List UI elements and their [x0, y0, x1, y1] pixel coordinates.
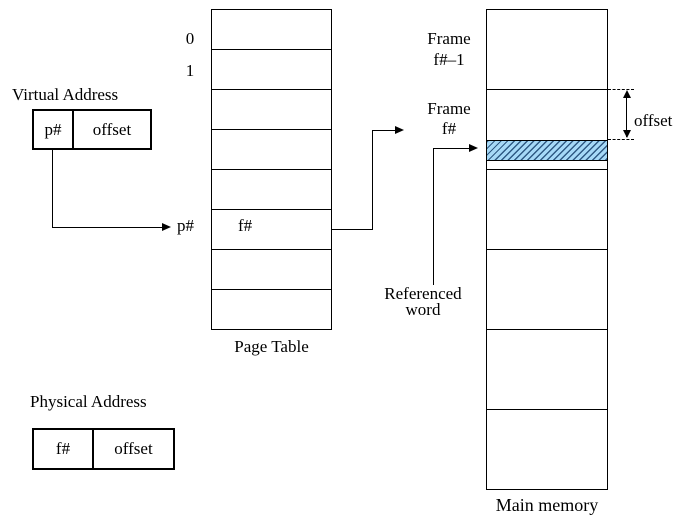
referenced-word-arrowhead-icon — [469, 144, 478, 152]
page-table-entry-value: f# — [238, 216, 253, 235]
referenced-word-highlight — [486, 140, 608, 161]
frame-target-label-line2: f# — [441, 119, 457, 138]
referenced-word-label-line1: Referenced — [384, 284, 462, 303]
page-table-row — [212, 290, 331, 329]
referenced-word-label: Referenced word — [370, 284, 476, 319]
page-table-index-1-label: 1 — [185, 61, 195, 80]
page-table-row-entry — [212, 210, 331, 250]
offset-double-arrow-line — [626, 92, 627, 137]
page-table-to-frame-arrowhead-icon — [395, 126, 404, 134]
offset-arrowhead-down-icon — [623, 130, 631, 138]
frame-prev-label-line1: Frame — [427, 29, 471, 48]
page-table-row — [212, 170, 331, 210]
page-table-index-0-label: 0 — [185, 29, 195, 48]
main-memory-caption: Main memory — [495, 495, 599, 515]
referenced-word-label-line2: word — [405, 300, 441, 319]
page-table-to-frame-arrow-segment-1 — [332, 229, 373, 230]
main-memory-frame — [487, 170, 607, 250]
va-to-page-table-arrow-vertical-line — [52, 150, 53, 228]
virtual-address-title: Virtual Address — [12, 85, 119, 104]
frame-target-label-line1: Frame — [427, 99, 471, 118]
main-memory-frame — [487, 330, 607, 410]
page-table-row — [212, 90, 331, 130]
main-memory-frame — [487, 410, 607, 489]
physical-address-box: f# offset — [32, 428, 175, 470]
physical-address-title: Physical Address — [30, 392, 147, 411]
main-memory-frame — [487, 10, 607, 90]
main-memory-frame-target — [487, 90, 607, 170]
page-table-row — [212, 130, 331, 170]
main-memory — [486, 9, 608, 490]
virtual-address-box: p# offset — [32, 109, 152, 150]
va-to-page-table-arrowhead-icon — [162, 223, 171, 231]
frame-target-label: Frame f# — [404, 99, 494, 139]
page-table-to-frame-arrow-segment-2 — [372, 130, 373, 230]
page-table-lookup-index-label: p# — [177, 216, 194, 235]
physical-address-frame-number-cell: f# — [34, 430, 94, 468]
page-table-row — [212, 50, 331, 90]
frame-prev-label: Frame f#–1 — [404, 28, 494, 70]
referenced-word-arrow-horizontal-line — [433, 148, 470, 149]
page-table-row — [212, 250, 331, 290]
va-to-page-table-arrow-horizontal-line — [52, 227, 163, 228]
offset-bracket-dash-bottom — [608, 139, 634, 140]
page-table — [211, 9, 332, 330]
main-memory-frame — [487, 250, 607, 330]
offset-bracket-dash-top — [608, 89, 634, 90]
referenced-word-arrow-vertical-line — [433, 148, 434, 285]
offset-annotation-label: offset — [634, 111, 673, 130]
page-table-row — [212, 10, 331, 50]
physical-address-offset-cell: offset — [114, 439, 153, 458]
page-table-to-frame-arrow-segment-3 — [372, 130, 396, 131]
page-table-caption: Page Table — [234, 337, 309, 356]
offset-arrowhead-up-icon — [623, 90, 631, 98]
frame-prev-label-line2: f#–1 — [433, 50, 465, 69]
virtual-address-page-number-cell: p# — [34, 111, 74, 148]
virtual-address-offset-cell: offset — [92, 119, 132, 139]
